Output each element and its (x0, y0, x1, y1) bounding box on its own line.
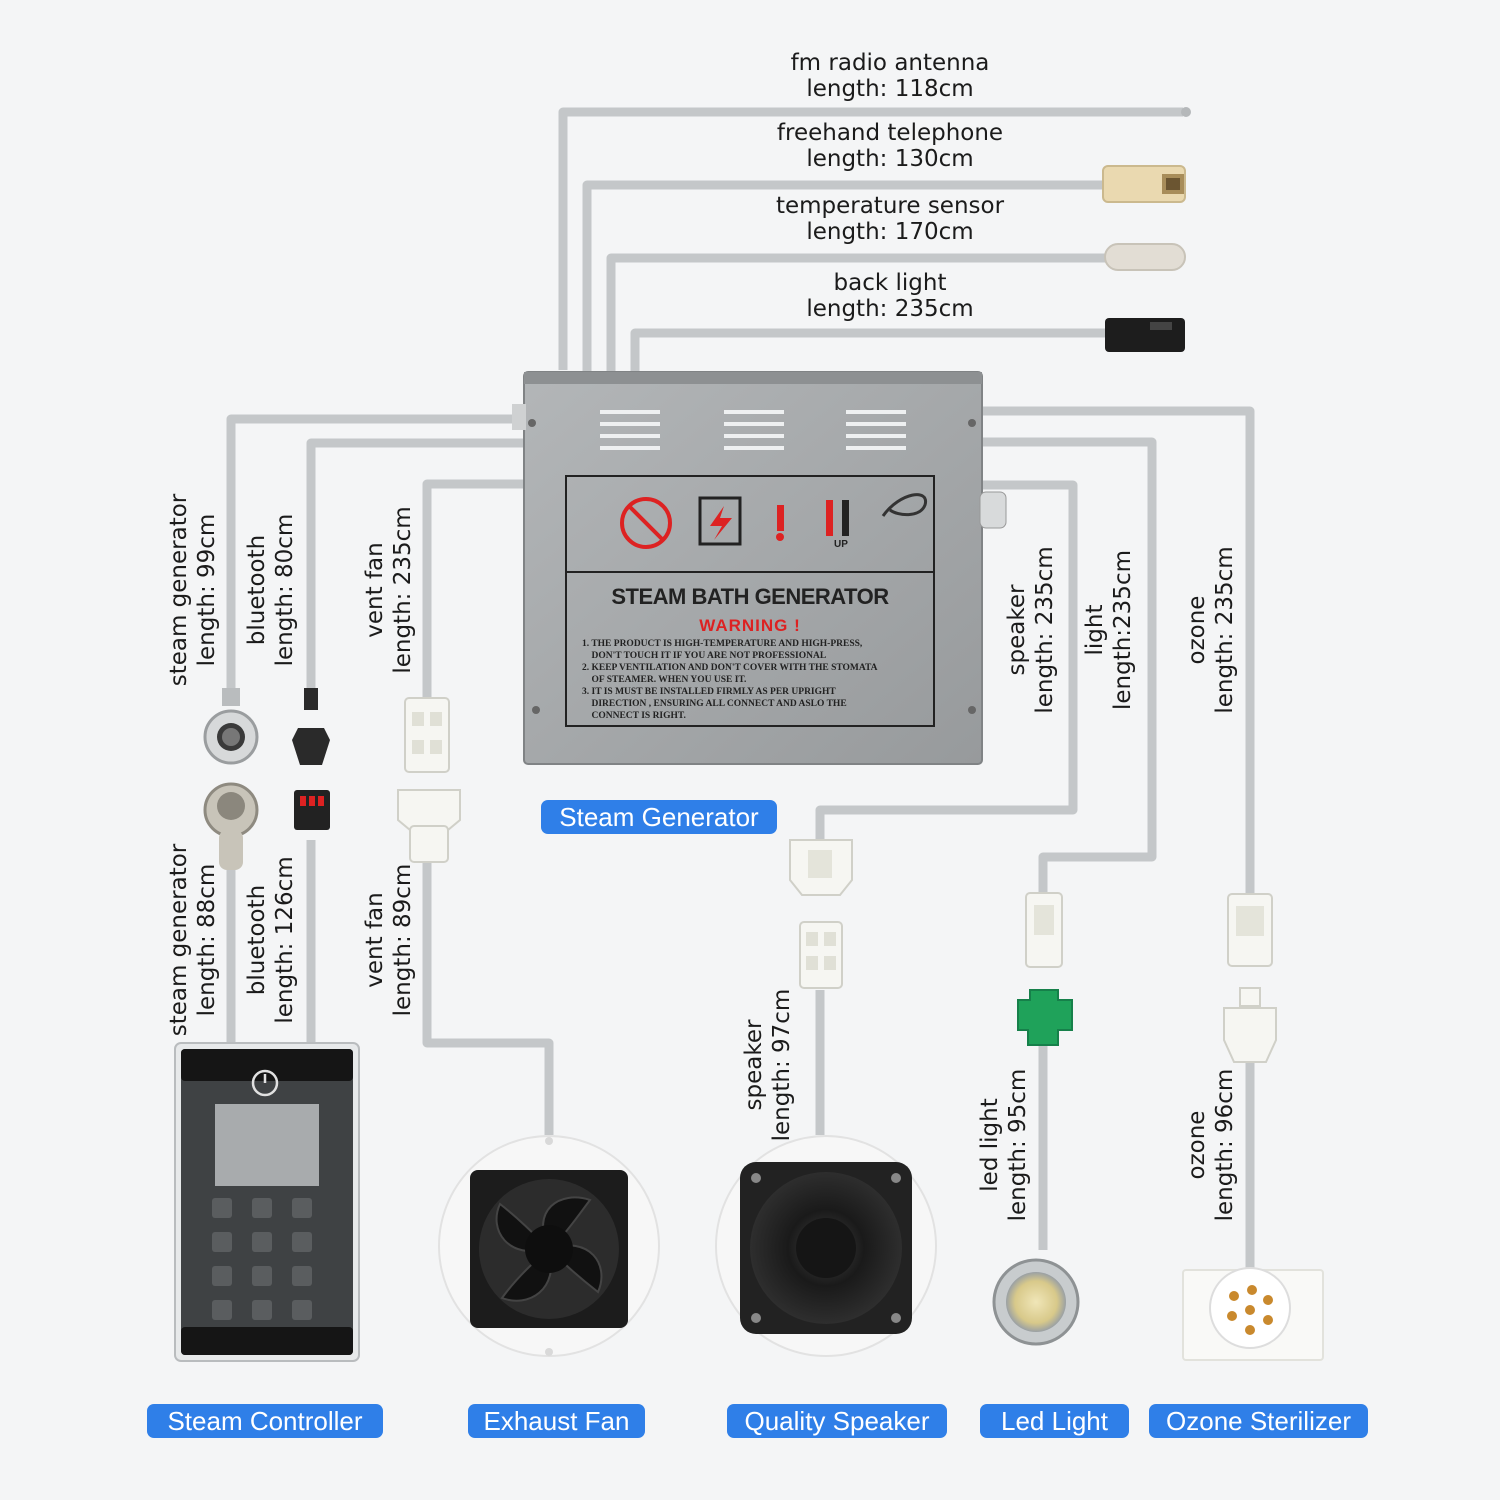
controller-connector-male-icon (203, 688, 259, 765)
generator-title: STEAM BATH GENERATOR (611, 584, 889, 609)
right-cables (815, 406, 1255, 1270)
led-connector-female-icon (1017, 989, 1073, 1046)
up-arrow-icon (826, 500, 849, 536)
steam-controller-device (174, 1042, 360, 1362)
vent-slots (600, 410, 906, 450)
ozone-connector-male-icon (1227, 893, 1273, 967)
no-touch-icon (620, 497, 672, 549)
backlight-connector-icon (1105, 318, 1185, 352)
warning-line: OF STEAMER. WHEN YOU USE IT. (582, 675, 747, 685)
ozone-cable-upper (980, 406, 1255, 900)
steam-generator-pill: Steam Generator (541, 800, 777, 834)
speaker-cable-upper (815, 480, 1078, 840)
fan-cable-lower (422, 860, 554, 1135)
warning-line: DON'T TOUCH IT IF YOU ARE NOT PROFESSION… (582, 651, 827, 661)
keypad-icons (212, 1198, 312, 1320)
controller-connector-female-icon (203, 782, 259, 870)
steam-generator-unit (512, 371, 1007, 765)
top-cables (558, 107, 1183, 372)
electric-hazard-icon (698, 496, 742, 546)
warning-line: 3. IT IS MUST BE INSTALLED FIRMLY AS PER… (582, 687, 836, 697)
controller-screen (215, 1104, 319, 1186)
left-cables (226, 414, 554, 1135)
telephone-jack-icon (1102, 165, 1186, 203)
ozone-connector-female-icon (1223, 987, 1277, 1063)
fan-connector-female-icon (397, 789, 461, 863)
temperature-cable (606, 253, 1112, 372)
quality-speaker-pill: Quality Speaker (727, 1404, 947, 1438)
ozone-sterilizer-pill: Ozone Sterilizer (1149, 1404, 1368, 1438)
warning-line: DIRECTION , ENSURING ALL CONNECT AND ASL… (582, 699, 847, 709)
bluetooth-cable-upper (306, 438, 525, 690)
exhaust-fan-device (438, 1135, 660, 1357)
antenna-cable (558, 107, 1183, 370)
light-cable-upper (980, 437, 1157, 895)
fan-connector-male-icon (404, 697, 450, 773)
warning-title: WARNING ! (699, 616, 801, 635)
exhaust-fan-pill: Exhaust Fan (468, 1404, 645, 1438)
antenna-tip (1181, 107, 1191, 117)
bluetooth-connector-male-icon (292, 688, 330, 765)
steam-controller-pill: Steam Controller (147, 1404, 383, 1438)
ozone-sterilizer-device (1182, 1267, 1324, 1361)
controller-cable-upper (226, 414, 525, 690)
led-light-device (992, 1258, 1080, 1346)
backlight-cable (630, 328, 1110, 372)
led-light-pill: Led Light (980, 1404, 1129, 1438)
power-icon (251, 1069, 279, 1097)
brand-logo-icon (881, 493, 927, 517)
exclamation-icon (776, 505, 784, 541)
temperature-sensor-icon (1104, 243, 1186, 271)
speaker-connector-male-icon (789, 839, 853, 896)
fan-cable-upper (422, 479, 525, 700)
led-connector-male-icon (1025, 892, 1063, 968)
telephone-cable (582, 180, 1110, 372)
speaker-connector-female-icon (799, 921, 843, 989)
bluetooth-connector-female-icon (294, 790, 330, 830)
warning-line: 2. KEEP VENTILATION AND DON'T COVER WITH… (582, 663, 878, 673)
warning-line: 1. THE PRODUCT IS HIGH-TEMPERATURE AND H… (582, 639, 863, 649)
warning-line: CONNECT IS RIGHT. (582, 711, 686, 721)
speaker-device (715, 1135, 937, 1357)
up-label: UP (834, 539, 848, 550)
